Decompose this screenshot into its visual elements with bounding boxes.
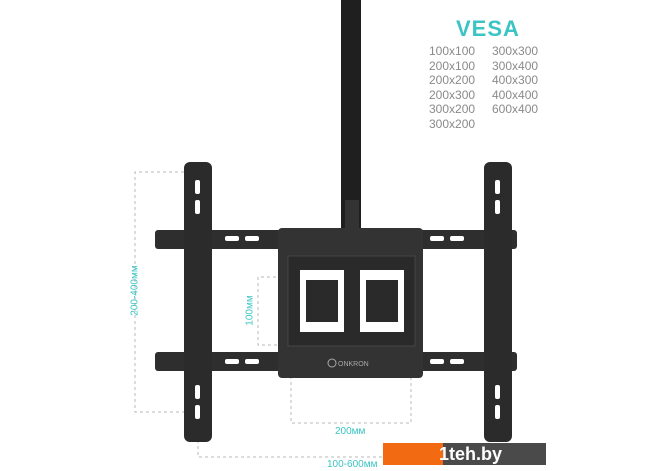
vesa-size: 300x300 <box>492 44 539 58</box>
vesa-size: 400x300 <box>492 73 539 87</box>
vesa-size: 400x400 <box>492 87 539 102</box>
width-range-dimension-line <box>197 440 491 458</box>
vesa-size: 100x100 <box>429 44 476 58</box>
teh-by-watermark: 1teh.by <box>383 443 546 465</box>
vesa-size: 300x200 <box>429 116 476 131</box>
vesa-size: 200x100 <box>429 58 476 73</box>
plate-height-dimension-line <box>257 276 288 346</box>
vesa-size: 200x300 <box>429 87 476 102</box>
height-range-label: 200-400мм <box>129 265 141 316</box>
plate-width-dimension-line <box>290 370 412 424</box>
height-range-dimension-line <box>134 171 196 413</box>
vesa-size: 300x400 <box>492 58 539 73</box>
vesa-title: VESA <box>456 16 520 41</box>
vesa-size: 600x400 <box>492 102 539 116</box>
onkron-logo-text: ONKRON <box>338 361 369 368</box>
width-range-label: 100-600мм <box>327 459 378 470</box>
vesa-size: 300x200 <box>429 102 476 116</box>
ceiling-pole <box>341 0 361 230</box>
vesa-size-list: 100x100 300x300 200x100 300x400 200x200 … <box>429 44 555 131</box>
right-rail <box>484 162 512 442</box>
left-rail <box>184 162 212 442</box>
vesa-size: 200x200 <box>429 73 476 87</box>
watermark-text: 1teh.by <box>439 444 503 464</box>
plate-width-label: 200мм <box>335 426 366 437</box>
onkron-logo-icon <box>327 358 337 368</box>
plate-height-label: 100мм <box>244 295 256 326</box>
